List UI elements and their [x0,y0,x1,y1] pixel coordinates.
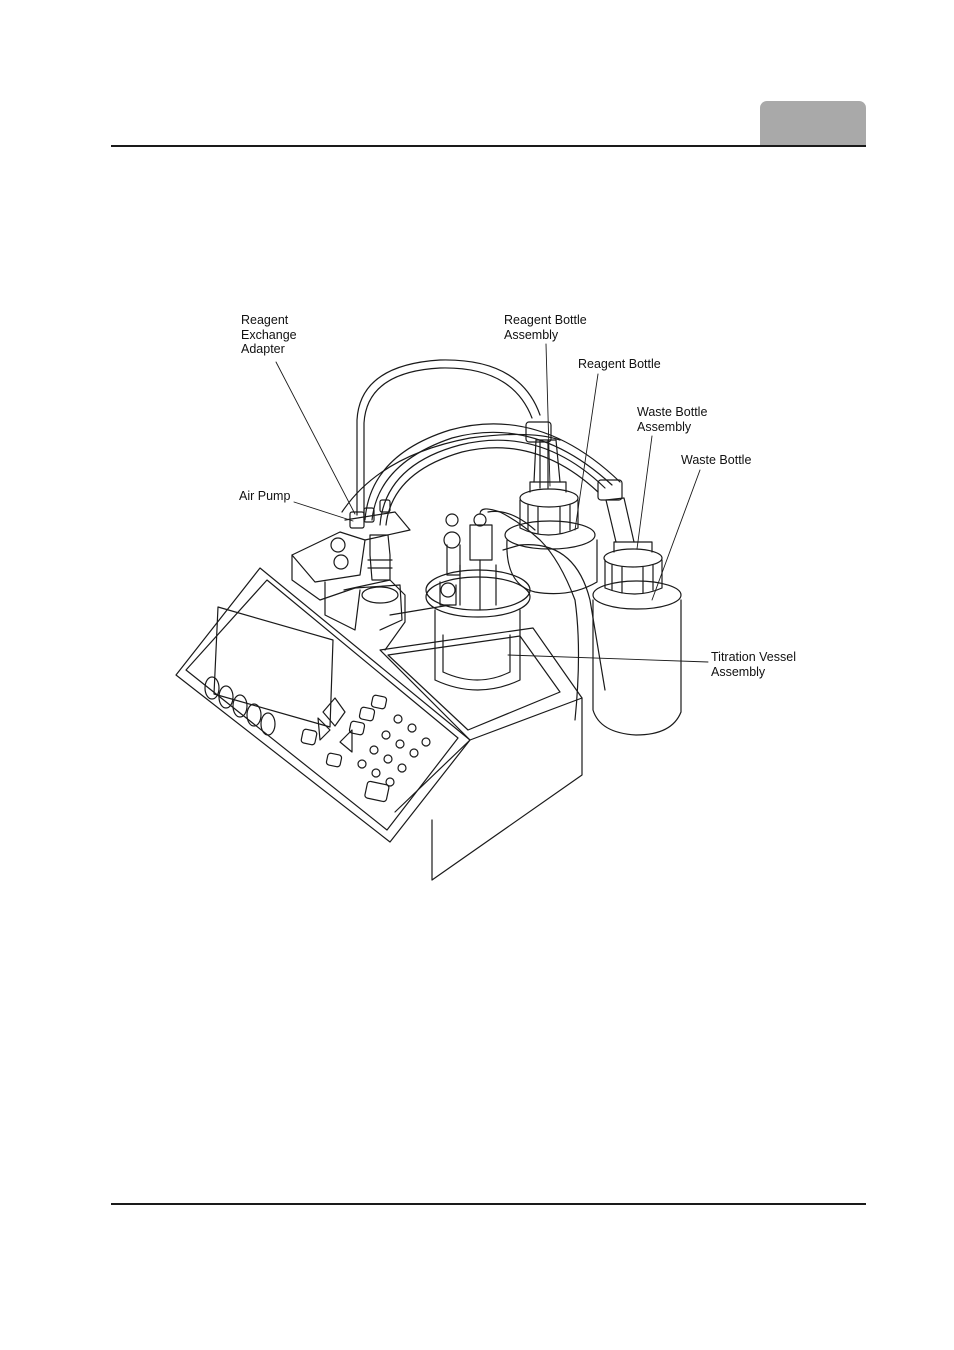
label-line: Exchange [241,328,297,343]
leader-waste-bottle [652,470,700,600]
label-line: Air Pump [239,489,290,504]
label-line: Adapter [241,342,297,357]
leader-waste-bottle-assembly [637,436,652,549]
label-line: Reagent Bottle [504,313,587,328]
waste-bottle [593,480,681,735]
leader-lines [276,344,708,662]
label-line: Titration Vessel [711,650,796,665]
leader-air-pump [294,502,353,521]
label-reagent-bottle: Reagent Bottle [578,357,661,372]
label-line: Reagent Bottle [578,357,661,372]
label-air-pump: Air Pump [239,489,290,504]
titrator-base [344,580,582,880]
label-line: Assembly [504,328,587,343]
leader-reagent-bottle [575,374,598,530]
titration-vessel [426,509,605,720]
label-waste-bottle: Waste Bottle [681,453,751,468]
label-line: Assembly [637,420,707,435]
label-line: Waste Bottle [637,405,707,420]
label-line: Assembly [711,665,796,680]
label-line: Waste Bottle [681,453,751,468]
label-reagent-bottle-assembly: Reagent Bottle Assembly [504,313,587,342]
label-line: Reagent [241,313,297,328]
label-titration-vessel-assembly: Titration Vessel Assembly [711,650,796,679]
air-pump [292,512,410,630]
label-waste-bottle-assembly: Waste Bottle Assembly [637,405,707,434]
label-reagent-exchange-adapter: Reagent Exchange Adapter [241,313,297,357]
reagent-bottle [505,422,597,594]
